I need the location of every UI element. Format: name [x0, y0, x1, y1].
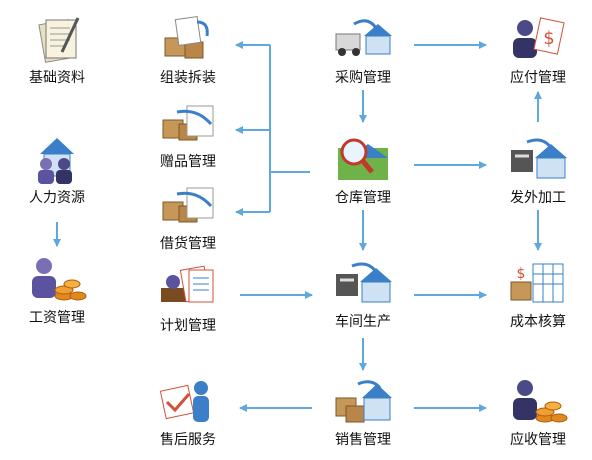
label-sales: 销售管理 — [335, 432, 391, 448]
node-gift[interactable]: 赠品管理 — [138, 98, 238, 170]
node-hr[interactable]: 人力资源 — [7, 134, 107, 206]
node-salary[interactable]: 工资管理 — [7, 254, 107, 326]
node-plan[interactable]: 计划管理 — [138, 262, 238, 334]
boxes-paper-icon — [164, 16, 209, 59]
boxes-arrow-icon — [162, 187, 214, 223]
label-workshop: 车间生产 — [335, 314, 391, 330]
node-receivable[interactable]: 应收管理 — [488, 376, 588, 448]
person-coins-icon — [513, 380, 568, 423]
node-cost[interactable]: $ 成本核算 — [488, 258, 588, 330]
label-basic-data: 基础资料 — [29, 70, 85, 86]
label-purchase: 采购管理 — [335, 70, 391, 86]
truck-warehouse-icon — [335, 19, 392, 56]
label-payable: 应付管理 — [510, 70, 566, 86]
label-after-sales: 售后服务 — [160, 432, 216, 448]
service-person-icon — [159, 381, 209, 422]
label-gift: 赠品管理 — [160, 154, 216, 170]
node-after-sales[interactable]: 售后服务 — [138, 376, 238, 448]
node-assembly[interactable]: 组装拆装 — [138, 14, 238, 86]
label-outsource: 发外加工 — [510, 190, 566, 206]
boxes-arrow-icon — [162, 105, 214, 141]
node-basic-data[interactable]: 基础资料 — [7, 14, 107, 86]
magnifier-house-icon — [338, 138, 388, 180]
tools-warehouse-icon — [336, 262, 392, 303]
node-warehouse[interactable]: 仓库管理 — [313, 134, 413, 206]
label-cost: 成本核算 — [510, 314, 566, 330]
plan-documents-icon — [161, 265, 214, 303]
label-receivable: 应收管理 — [510, 432, 566, 448]
people-house-icon — [38, 138, 74, 184]
boxes-spreadsheet-icon: $ — [510, 263, 564, 303]
person-coins-icon — [32, 258, 87, 301]
boxes-warehouse-icon — [335, 380, 392, 423]
node-sales[interactable]: 销售管理 — [313, 376, 413, 448]
label-loan: 借货管理 — [160, 236, 216, 252]
label-plan: 计划管理 — [160, 318, 216, 334]
label-assembly: 组装拆装 — [160, 70, 216, 86]
svg-text:$: $ — [517, 266, 526, 282]
label-salary: 工资管理 — [29, 310, 85, 326]
svg-text:$: $ — [543, 28, 554, 49]
node-workshop[interactable]: 车间生产 — [313, 258, 413, 330]
document-pencil-icon — [38, 17, 80, 63]
label-warehouse: 仓库管理 — [335, 190, 391, 206]
node-payable[interactable]: $ 应付管理 — [488, 14, 588, 86]
node-outsource[interactable]: 发外加工 — [488, 134, 588, 206]
label-hr: 人力资源 — [29, 190, 85, 206]
node-purchase[interactable]: 采购管理 — [313, 14, 413, 86]
person-dollar-icon: $ — [513, 17, 565, 58]
node-loan[interactable]: 借货管理 — [138, 180, 238, 252]
tools-warehouse-icon — [511, 138, 567, 179]
